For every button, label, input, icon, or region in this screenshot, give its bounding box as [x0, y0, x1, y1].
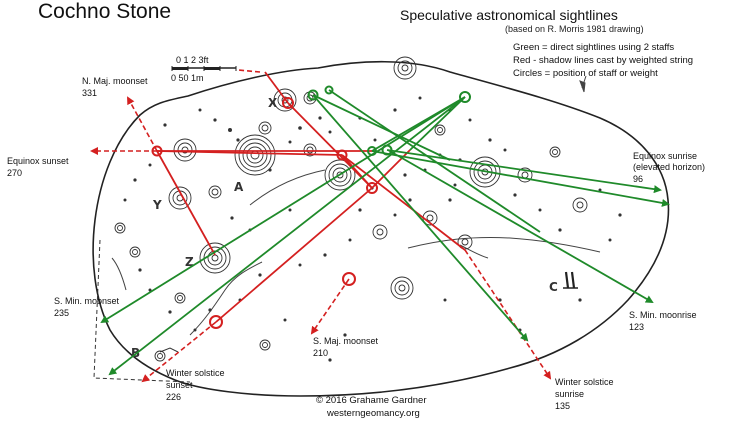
label-s-maj-moonset-name: S. Maj. moonset	[313, 336, 379, 346]
green-line-winter-sunset	[108, 96, 466, 376]
diagram-subtitle: Speculative astronomical sightlines	[400, 7, 618, 23]
legend-circles: Circles = position of staff or weight	[513, 68, 658, 79]
green-line-n-inner	[371, 96, 466, 152]
staff-red-b	[209, 315, 223, 329]
staff-green-d	[381, 144, 393, 156]
green-line-inner-c	[409, 96, 466, 151]
red-line-se-inner	[341, 154, 466, 251]
red-dash-n-maj-moonset	[127, 96, 158, 152]
stone-letter-x: X	[268, 96, 278, 110]
red-shadow-lines	[156, 71, 466, 323]
green-line-top-a	[312, 94, 451, 161]
green-line-s-min-moonrise	[387, 149, 654, 303]
label-s-min-moonset-name: S. Min. moonset	[54, 296, 120, 306]
legend-green: Green = direct sightlines using 2 staffs	[513, 42, 674, 53]
green-line-winter-sunrise	[312, 94, 529, 342]
red-shadow-dashed-extensions	[90, 69, 552, 383]
stone-letter-a: A	[234, 180, 244, 194]
stone-fissures	[111, 169, 601, 336]
red-dash-s-maj-moonset	[310, 278, 350, 335]
legend-red: Red - shadow lines cast by weighted stri…	[513, 55, 693, 66]
staff-green-b	[324, 85, 334, 95]
label-equinox-sunset-name: Equinox sunset	[7, 156, 69, 166]
label-s-maj-moonset-bearing: 210	[313, 348, 328, 358]
staff-red-mid	[366, 182, 378, 194]
label-n-maj-moonset-name: N. Maj. moonset	[82, 76, 148, 86]
green-sightlines	[100, 89, 670, 376]
scale-bar: 0 1 2 3ft 0 50 1m	[171, 55, 237, 83]
stone-letter-z: Z	[185, 255, 194, 269]
label-winter-sunset-line1: Winter solstice	[166, 368, 225, 378]
staff-green-a	[307, 89, 319, 101]
label-winter-sunset-bearing: 226	[166, 392, 181, 402]
red-line-to-wss	[215, 187, 373, 323]
staff-green-c	[367, 146, 377, 156]
label-n-maj-moonset-bearing: 331	[82, 88, 97, 98]
label-s-min-moonset-bearing: 235	[54, 308, 69, 318]
label-winter-sunset-line2: sunset	[166, 380, 193, 390]
staff-red-equinox-west	[151, 145, 163, 157]
label-equinox-sunrise-line1: Equinox sunrise	[633, 151, 697, 161]
source-note: (based on R. Morris 1981 drawing)	[505, 24, 644, 34]
label-s-min-moonrise-name: S. Min. moonrise	[629, 310, 697, 320]
staff-red-s-maj	[342, 272, 356, 286]
label-winter-sunrise-bearing: 135	[555, 401, 570, 411]
scale-feet-label: 0 1 2 3ft	[176, 55, 209, 65]
green-line-s-min-moonset	[100, 96, 466, 324]
label-s-min-moonrise-bearing: 123	[629, 322, 644, 332]
red-line-x-radial	[287, 102, 373, 189]
red-dash-winter-solstice-sunrise	[464, 249, 552, 380]
label-equinox-sunrise-line2: (elevated horizon)	[633, 162, 705, 172]
red-line-y-z	[156, 150, 216, 256]
label-equinox-sunrise-bearing: 96	[633, 174, 643, 184]
stone-letter-c: C	[549, 280, 558, 294]
north-arrow-icon	[579, 75, 587, 93]
scale-metres-label: 0 50 1m	[171, 73, 204, 83]
label-winter-sunrise-line1: Winter solstice	[555, 377, 614, 387]
footer-site: westerngeomancy.org	[326, 408, 420, 419]
staff-green-n	[459, 91, 471, 103]
staff-red-x	[282, 97, 294, 109]
red-line-cross	[156, 150, 343, 156]
green-line-equinox-sunrise	[371, 150, 670, 207]
stone-letter-y: Y	[152, 198, 162, 212]
red-dash-x-line	[237, 69, 261, 73]
staff-positions	[151, 85, 471, 329]
red-line-x-to-z	[264, 71, 289, 104]
staff-red-center	[336, 149, 348, 161]
label-equinox-sunset-bearing: 270	[7, 168, 22, 178]
green-line-elevated	[386, 149, 662, 194]
label-winter-sunrise-line2: sunrise	[555, 389, 584, 399]
footer-copyright: © 2016 Grahame Gardner	[316, 395, 427, 406]
green-line-top-b	[328, 89, 541, 233]
diagram-title: Cochno Stone	[38, 0, 171, 23]
